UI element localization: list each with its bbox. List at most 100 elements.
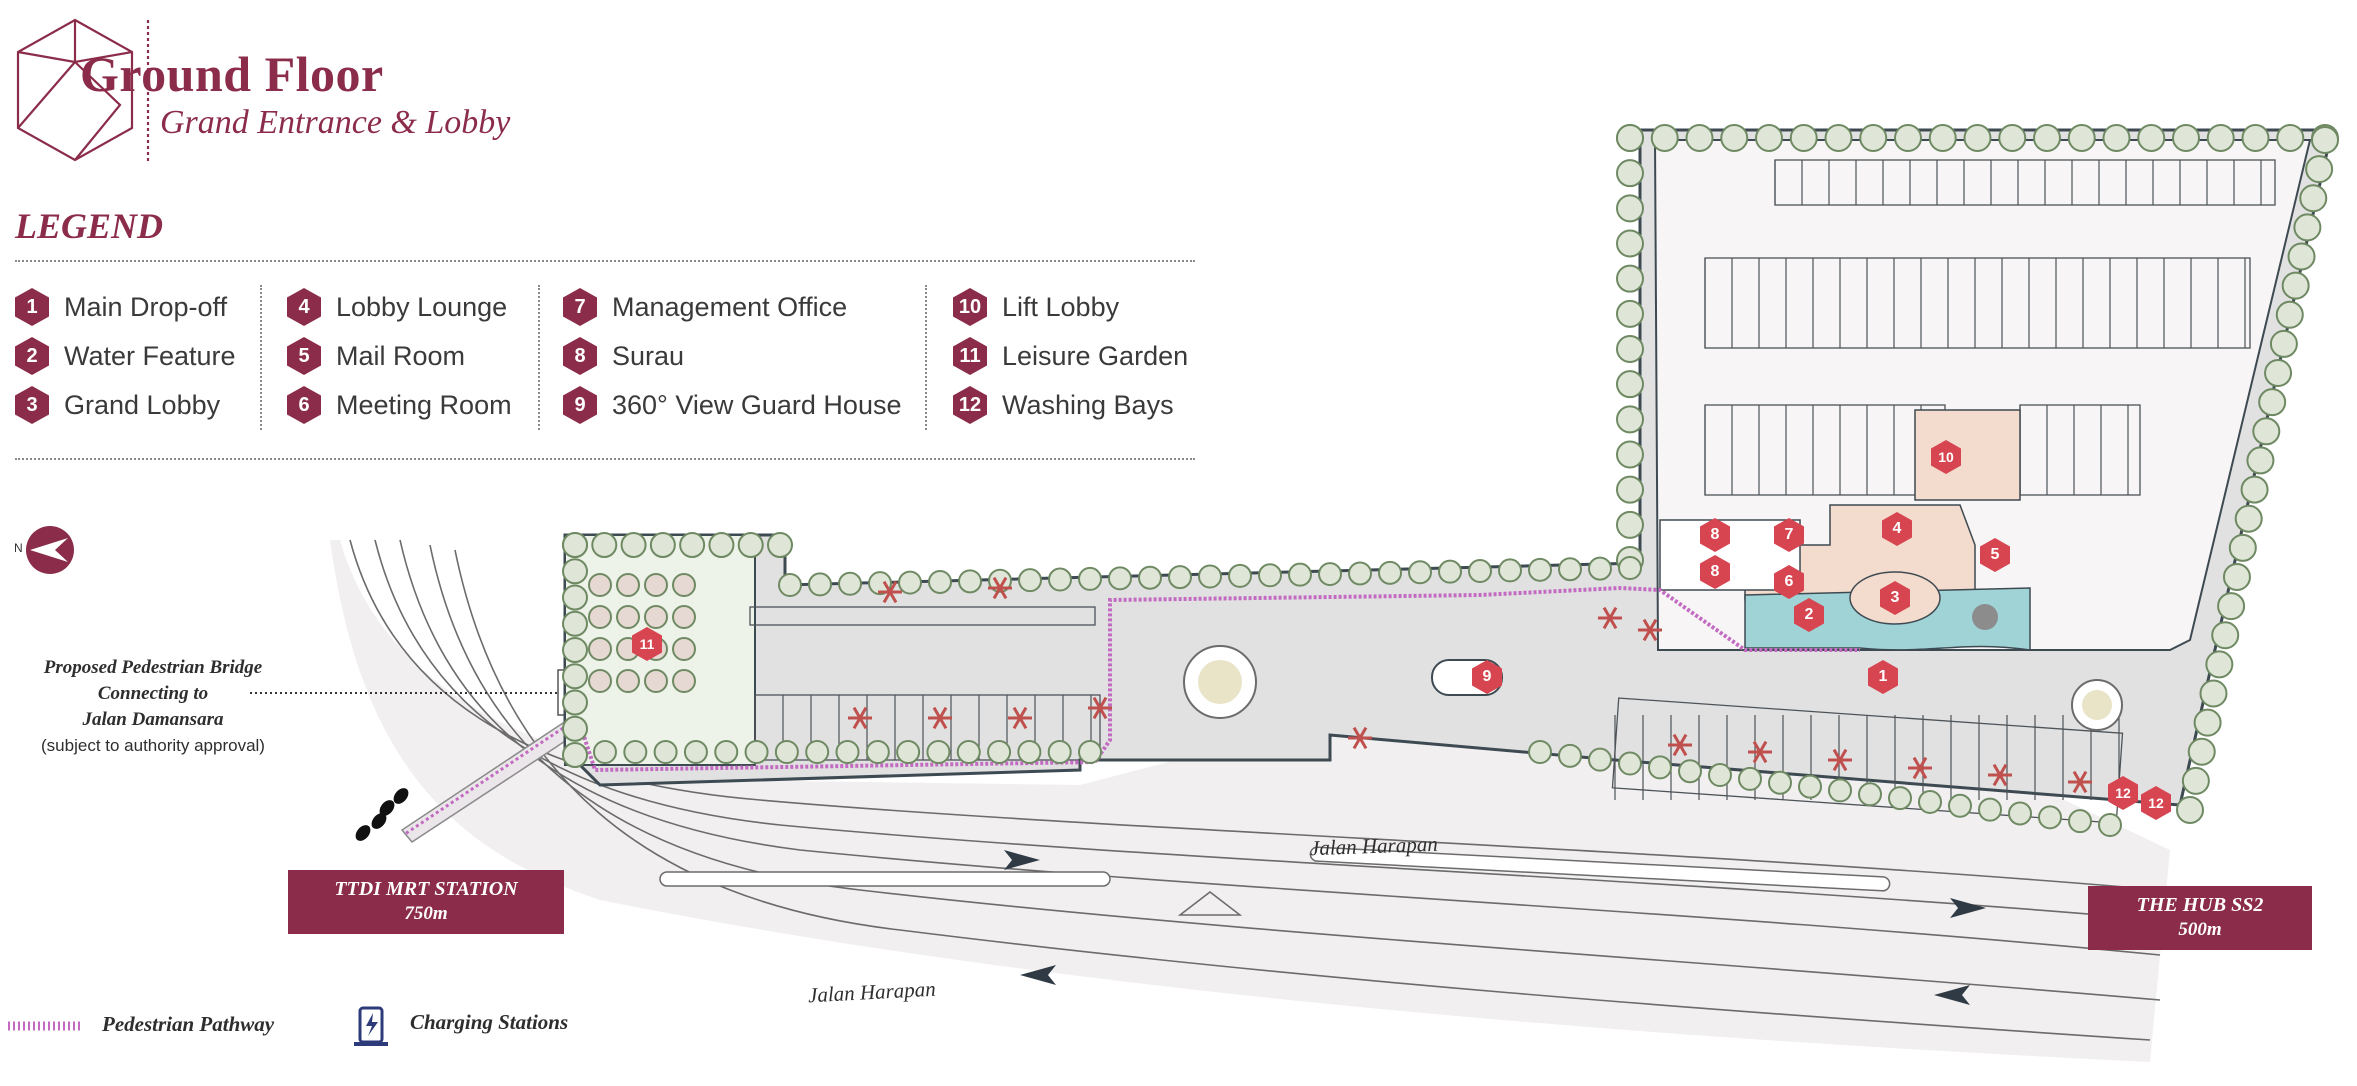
bridge-callout-note: (subject to authority approval) <box>41 736 265 755</box>
charging-station-icon <box>354 1006 388 1046</box>
tree <box>562 558 588 585</box>
bridge-callout-line1: Proposed Pedestrian Bridge <box>43 657 263 678</box>
tree <box>1708 763 1732 788</box>
tree <box>774 740 799 764</box>
marker-lobby-lounge: 4 <box>1882 512 1912 546</box>
tree <box>744 740 769 764</box>
marker-leisure-garden: 11 <box>632 627 662 661</box>
flowering-plant-leaf <box>1358 726 1368 739</box>
legend-column-divider <box>925 285 927 430</box>
tree <box>2172 124 2200 152</box>
flowering-plant-leaf <box>998 576 1008 589</box>
flowering-plant-leaf <box>1092 707 1102 720</box>
tree <box>1650 124 1679 152</box>
tree <box>2199 679 2228 708</box>
tree <box>623 740 648 764</box>
flowering-plant-leaf <box>1832 748 1842 761</box>
legend-number-badge: 3 <box>15 386 49 424</box>
tree <box>1738 766 1762 791</box>
flowering-plant-leaf <box>1608 606 1618 619</box>
tree <box>2068 809 2092 834</box>
tree <box>1318 562 1342 587</box>
marker-management-office: 7 <box>1774 518 1804 552</box>
tree <box>2067 124 2096 152</box>
flowering-plant-leaf <box>2078 781 2088 794</box>
flowering-plant-leaf <box>1012 717 1022 730</box>
tree <box>562 663 588 690</box>
tree <box>1678 759 1702 784</box>
legend-bottom-divider <box>15 458 1195 460</box>
tree <box>616 605 640 629</box>
tree <box>1618 751 1642 776</box>
flowering-plant-leaf <box>1648 618 1658 631</box>
tree <box>926 740 951 764</box>
tree <box>644 669 668 693</box>
tree <box>1768 770 1792 795</box>
flowering-plant-leaf <box>1358 737 1368 750</box>
tree <box>1616 405 1644 434</box>
tree <box>1648 755 1672 780</box>
tree <box>1048 567 1072 592</box>
flowering-plant-leaf <box>1912 767 1922 780</box>
legend-item-label: Main Drop-off <box>64 291 228 322</box>
mrt-station-name: TTDI MRT STATION <box>334 878 518 900</box>
tree <box>683 740 708 764</box>
flowering-plant-leaf <box>932 706 942 719</box>
tree <box>562 715 588 742</box>
bridge-callout-line2: Connecting to <box>97 683 209 704</box>
tree <box>1018 568 1042 593</box>
tree <box>644 573 668 597</box>
tree <box>1828 778 1852 803</box>
tree <box>593 740 617 764</box>
tree <box>1616 370 1644 399</box>
tree <box>767 532 793 558</box>
tree <box>2276 124 2305 152</box>
tree <box>1616 510 1644 539</box>
marker-washing-bay: 12 <box>2141 786 2171 820</box>
tree <box>1198 564 1222 589</box>
flowering-plant-leaf <box>858 717 868 730</box>
flowering-plant-leaf <box>1672 744 1682 757</box>
flowering-plant-leaf <box>1092 696 1102 709</box>
tree <box>2299 184 2328 213</box>
flowering-plant-leaf <box>888 591 898 604</box>
flowering-plant-leaf <box>1642 629 1652 642</box>
tree <box>588 669 612 693</box>
flowering-plant-leaf <box>1758 751 1768 764</box>
tree <box>1720 124 1749 152</box>
tree <box>898 570 922 595</box>
tree <box>2038 805 2062 830</box>
marker-meeting-room: 6 <box>1774 565 1804 599</box>
legend-item-label: Water Feature <box>64 340 236 371</box>
flowering-plant-leaf <box>1602 606 1612 619</box>
tree <box>1618 556 1642 580</box>
tree <box>616 573 640 597</box>
tree <box>2275 300 2304 329</box>
flowering-plant-leaf <box>1672 733 1682 746</box>
tree <box>1859 124 1888 152</box>
flowering-plant-leaf <box>992 587 1002 600</box>
flowering-plant-leaf <box>2072 770 2082 783</box>
tree <box>649 532 676 558</box>
tree <box>737 532 764 558</box>
marker-guard-house: 9 <box>1472 660 1502 694</box>
flowering-plant-leaf <box>852 706 862 719</box>
flowering-plant-leaf <box>1918 756 1928 769</box>
flowering-plant-leaf <box>888 580 898 593</box>
flowering-plant-leaf <box>1608 617 1618 630</box>
tree <box>2311 126 2339 154</box>
tree <box>562 610 588 637</box>
tree <box>1138 565 1162 590</box>
tree <box>1616 124 1644 152</box>
road-median <box>1309 846 1891 892</box>
legend-number-badge: 11 <box>953 337 987 375</box>
tree <box>2008 801 2032 826</box>
legend-item-label: Lift Lobby <box>1002 291 1120 322</box>
hub-distance: 500m <box>2178 919 2222 940</box>
tree <box>1017 740 1042 764</box>
page-title: Ground Floor <box>80 46 384 102</box>
tree <box>2264 359 2293 388</box>
logo-mark <box>16 18 150 162</box>
